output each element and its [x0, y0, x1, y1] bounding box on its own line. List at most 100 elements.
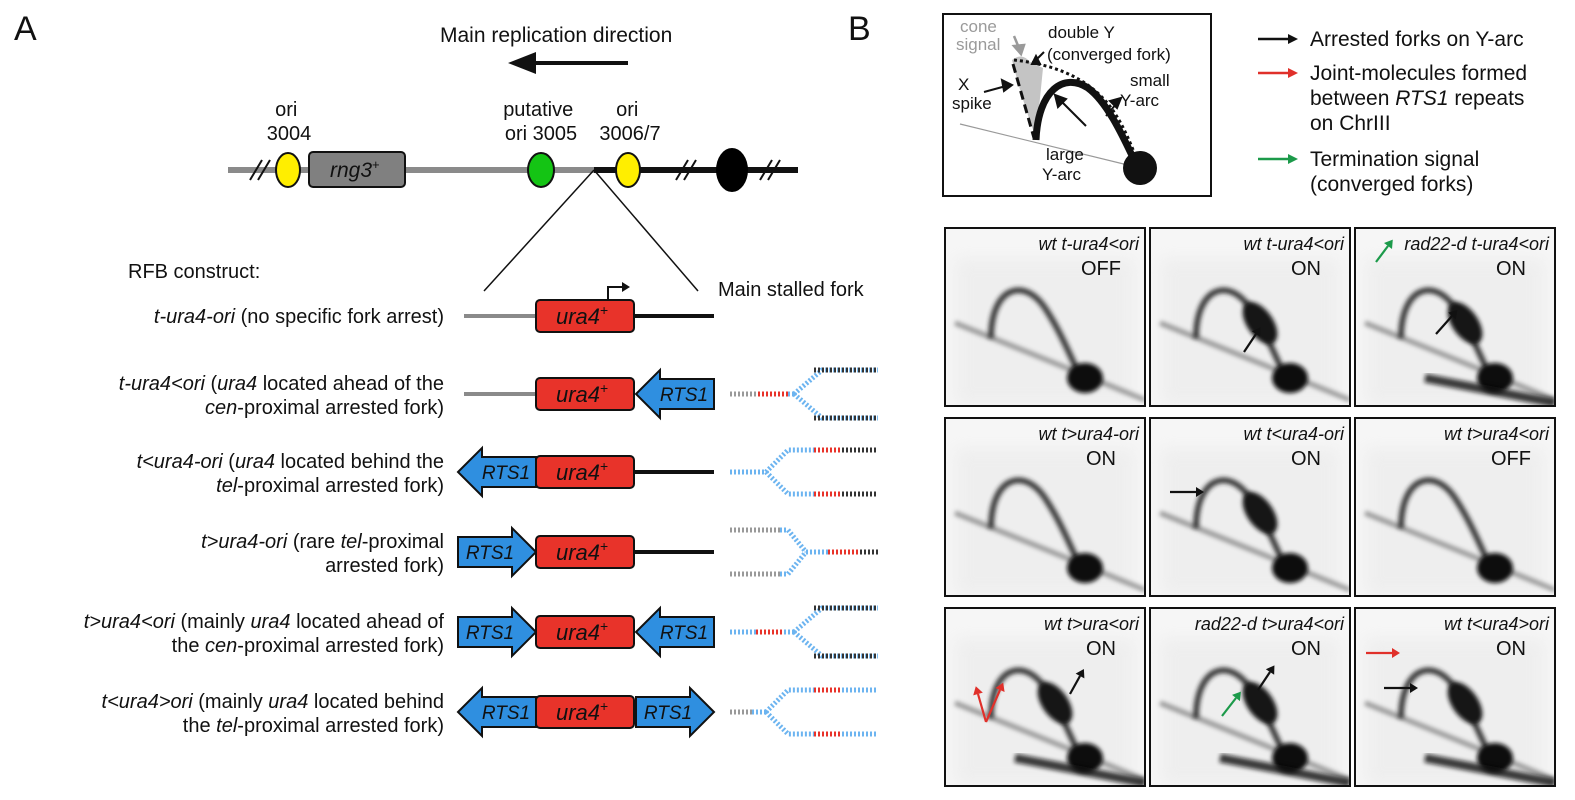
ori-3006-marker — [615, 152, 641, 188]
gel-pointer-arrow-head — [995, 682, 1005, 693]
rts1-label: RTS1 — [660, 623, 708, 644]
rts1-label: RTS1 — [466, 623, 514, 644]
gel-pointer-arrow-head — [1196, 487, 1204, 497]
small-y-arc-label: small Y-arc — [1120, 71, 1174, 110]
legend-item: Arrested forks on Y-arc — [1258, 28, 1524, 51]
gel-state: ON — [1086, 638, 1116, 660]
gel-signal — [954, 258, 1145, 406]
panel-b-label: B — [848, 10, 871, 48]
gel-title: rad22-d t>ura4<ori — [1195, 614, 1345, 634]
ura4-gene-box — [535, 377, 635, 411]
gel-pointer-arrow — [1069, 675, 1081, 695]
gel-pointer-arrow-head — [1265, 665, 1275, 675]
promoter-arrow-head — [622, 282, 630, 292]
fork-arm-top — [792, 367, 878, 396]
rts1-label: RTS1 — [644, 703, 692, 724]
gel-signal — [954, 448, 1145, 596]
fork-arm-bottom — [792, 392, 878, 421]
cone-signal-label: cone signal — [956, 17, 1002, 54]
gel-frame — [1149, 607, 1351, 787]
gel-signal — [1364, 638, 1555, 786]
linear-spot — [1123, 151, 1157, 185]
rfb-construct-header: RFB construct: — [128, 261, 260, 283]
stalled-fork-header: Main stalled fork — [718, 279, 865, 301]
panel-b: B cone signal double Y — [848, 10, 1556, 787]
gel-title: wt t-ura4<ori — [1243, 234, 1345, 254]
gel-frame — [1149, 417, 1351, 597]
rts1-arrow — [635, 685, 716, 739]
gel-title: wt t>ura4<ori — [1444, 424, 1550, 444]
fork-arm-top — [764, 687, 814, 714]
ori-3006-label: ori 3006/7 — [599, 99, 660, 145]
gel-title: wt t-ura4<ori — [1038, 234, 1140, 254]
gel-pointer-arrow — [1257, 671, 1271, 691]
x-spike-line — [1011, 63, 1036, 139]
locus-map: rng3+ ori 3004 putative ori 3005 ori 300… — [228, 99, 798, 292]
putative-ori-label: putative ori 3005 — [503, 99, 579, 145]
ura4-gene-box — [535, 299, 635, 333]
fork-arm-top — [780, 527, 808, 554]
gel-schematic: cone signal double Y (converged fork) X … — [942, 13, 1212, 197]
rts1-label: RTS1 — [482, 703, 530, 724]
gel-pointer-arrow-head — [1075, 669, 1085, 679]
ura4-label: ura4+ — [556, 380, 608, 407]
legend-arrow-head — [1288, 34, 1298, 44]
gel-frame — [1149, 227, 1351, 407]
rts1-arrow — [457, 525, 538, 579]
construct-description: t>ura4<ori (mainly ura4 located ahead of… — [84, 611, 445, 657]
construct-list: t-ura4-ori (no specific fork arrest) ura4… — [84, 282, 878, 739]
gel-state: ON — [1291, 258, 1321, 280]
break-mark-right — [759, 159, 781, 181]
stalled-fork-diagram — [730, 605, 878, 659]
gel-frame — [944, 417, 1146, 597]
gel-signal — [1159, 638, 1350, 786]
zoom-line-right — [593, 169, 699, 292]
gel-title: wt t<ura4>ori — [1444, 614, 1550, 634]
ura4-label: ura4+ — [556, 698, 608, 725]
double-y-label: double Y (converged fork) — [1047, 23, 1171, 64]
gel-pointer-arrow — [1243, 333, 1257, 353]
gel-pointer-arrow-head — [1410, 683, 1418, 693]
gel-title: wt t>ura<ori — [1044, 614, 1140, 634]
fork-arm-bottom — [764, 470, 814, 497]
gel-title: rad22-d t-ura4<ori — [1404, 234, 1550, 254]
ura4-label: ura4+ — [556, 302, 608, 329]
stalled-fork-diagram — [730, 687, 878, 737]
panel-a-label: A — [14, 10, 37, 48]
ura4-gene-box — [535, 615, 635, 649]
fork-arm-bottom — [792, 630, 878, 659]
centromere-marker — [716, 148, 748, 192]
gel-frame — [1354, 607, 1556, 787]
gel-frame — [1354, 417, 1556, 597]
gel-signal — [1159, 448, 1350, 596]
construct-row: t>ura4<ori (mainly ura4 located ahead of… — [84, 605, 878, 659]
rng3-gene-box — [308, 151, 406, 188]
gel-state: OFF — [1491, 448, 1531, 470]
gel-pointer-arrow-head — [973, 686, 983, 696]
putative-ori-3005-marker — [527, 152, 555, 188]
rts1-arrow — [634, 367, 715, 421]
x-spike-label: X spike — [952, 75, 992, 113]
gel-frame — [1354, 227, 1556, 407]
construct-description: t-ura4-ori (no specific fork arrest) — [154, 306, 444, 328]
ori-3004-label: ori 3004 — [267, 99, 312, 145]
stalled-fork-diagram — [730, 367, 878, 421]
gel-pointer-arrow-head — [1384, 239, 1393, 249]
gel-pointer-arrow — [1221, 697, 1237, 717]
replication-direction-label: Main replication direction — [440, 24, 672, 47]
small-y-arc — [1013, 58, 1142, 169]
rts1-label: RTS1 — [660, 385, 708, 406]
large-y-arc-label: large Y-arc — [1042, 145, 1089, 184]
